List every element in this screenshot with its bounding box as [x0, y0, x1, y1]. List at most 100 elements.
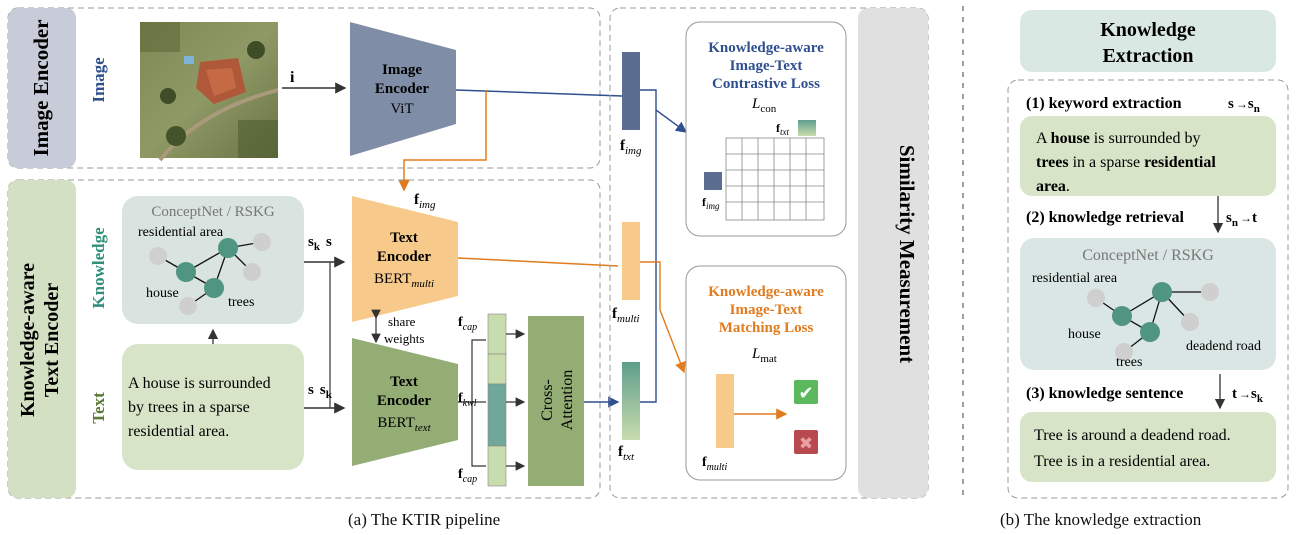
extraction-kg-title: ConceptNet / RSKG [1082, 247, 1214, 264]
text-input-line-3: residential area. [128, 423, 229, 440]
input-i-label: i [290, 69, 295, 86]
text-encoder-side-label-1: Knowledge-aware [17, 263, 39, 417]
extraction-title-box [1020, 10, 1276, 72]
mat-f-multi-bar [716, 374, 734, 448]
extraction-kg-label-house: house [1068, 327, 1101, 342]
grid-f-txt-label: ftxt [776, 121, 789, 137]
f-img-mid-label: fimg [414, 192, 436, 211]
knowledge-sentence-line-1: Tree is around a deadend road. [1034, 427, 1231, 444]
image-encoder-model: ViT [390, 101, 413, 117]
keyword-sentence-line-3: area. [1036, 178, 1070, 195]
mat-loss-title-1: Knowledge-aware [708, 284, 824, 300]
image-encoder-block [350, 22, 456, 156]
kg-label-trees: trees [228, 295, 254, 310]
f-multi-bar [622, 222, 640, 300]
text-input-line-2: by trees in a sparse [128, 399, 250, 416]
text-input-box [122, 344, 304, 470]
weights-label: weights [384, 331, 424, 346]
step-3-arrow: t→sk [1232, 386, 1264, 405]
mat-loss-title-3: Matching Loss [719, 320, 814, 336]
image-encoder-title2: Encoder [375, 81, 430, 97]
f-multi-mid-label: fmulti [612, 306, 640, 325]
f-cap-top-label: fcap [458, 315, 477, 333]
text-encoder-text-title2: Encoder [377, 393, 432, 409]
similarity-side-tab [858, 8, 928, 498]
text-encoder-multi-model: BERTmulti [374, 271, 434, 290]
extraction-kg-label-deadend: deadend road [1186, 339, 1261, 354]
extraction-title-1: Knowledge [1100, 19, 1196, 41]
mat-loss-title-2: Image-Text [730, 302, 803, 318]
kg-title: ConceptNet / RSKG [151, 204, 274, 220]
diagram: Image Encoder Image i Image Encoder ViT … [7, 6, 1289, 500]
cross-icon-bg [794, 430, 818, 454]
cross-attention-block [528, 316, 584, 486]
text-modality-label: Text [89, 392, 108, 424]
text-encoder-side-tab [8, 180, 76, 498]
f-img-top-label: fimg [620, 138, 642, 157]
step-1-arrow: s→sn [1228, 96, 1260, 115]
similarity-label: Similarity Measurement [895, 145, 919, 363]
kg-node-house [176, 262, 196, 282]
f-cap-bot-bar [487, 445, 507, 487]
keyword-sentence-line-1: A house is surrounded by [1036, 130, 1200, 147]
step-2-arrow: sn→t [1226, 210, 1257, 229]
text-encoder-text-model: BERTtext [377, 415, 431, 434]
image-encoder-title: Image [382, 62, 422, 78]
text-encoder-side-label-2: Text Encoder [41, 283, 63, 397]
step-2-label: (2) knowledge retrieval [1026, 209, 1184, 226]
share-label: share [388, 314, 416, 329]
text-encoder-text-title: Text [390, 374, 418, 390]
f-txt-bar [622, 362, 640, 440]
kg-node-trees [204, 278, 224, 298]
text-encoder-panel [7, 179, 601, 499]
con-loss-title-3: Contrastive Loss [712, 76, 820, 92]
kg-node [243, 263, 261, 281]
extraction-kg-label-trees: trees [1116, 355, 1142, 370]
extraction-kg-node [1115, 343, 1133, 361]
knowledge-sentence-line-2: Tree is in a residential area. [1034, 453, 1210, 470]
f-txt-mid-label: ftxt [618, 444, 635, 463]
image-modality-label: Image [89, 57, 108, 103]
extraction-kg-node [1201, 283, 1219, 301]
extraction-kg-node [1181, 313, 1199, 331]
mat-f-multi-label: fmulti [702, 455, 727, 473]
knowledge-sentence-box [1020, 412, 1276, 482]
extraction-kg-node-residential [1152, 282, 1172, 302]
grid-f-img-label: fimg [702, 195, 720, 211]
extraction-kg-label-residential: residential area [1032, 271, 1118, 286]
con-loss-title-2: Image-Text [730, 58, 803, 74]
f-img-bar [622, 52, 640, 130]
con-loss-title-1: Knowledge-aware [708, 40, 824, 56]
extraction-kg-node [1087, 289, 1105, 307]
check-icon: ✔ [798, 383, 813, 403]
f-cap-bot-label: fcap [458, 467, 477, 485]
f-kwl-bar-a [487, 353, 507, 385]
keyword-sentence-line-2: trees in a sparse residential [1036, 154, 1216, 171]
cross-attention-label-2: Attention [559, 370, 576, 430]
caption-extraction: (b) The knowledge extraction [1000, 510, 1202, 529]
cross-attention-label-1: Cross- [539, 379, 556, 421]
extraction-panel [1007, 79, 1289, 499]
knowledge-graph-box [122, 196, 304, 324]
kg-label-house: house [146, 286, 179, 301]
grid-f-txt-swatch [798, 120, 816, 136]
aerial-image [140, 22, 279, 162]
kg-node [179, 297, 197, 315]
text-input-line-1: A house is surrounded [128, 375, 271, 392]
step-3-label: (3) knowledge sentence [1026, 385, 1183, 402]
con-loss-symbol: Lcon [751, 96, 777, 115]
similarity-grid [725, 137, 825, 221]
knowledge-modality-label: Knowledge [89, 227, 108, 309]
step-1-label: (1) keyword extraction [1026, 95, 1182, 112]
kg-node [253, 233, 271, 251]
text-encoder-text-block [352, 338, 458, 466]
keyword-sentence-box [1020, 116, 1276, 196]
kg-label-residential: residential area [138, 225, 224, 240]
mat-loss-symbol: Lmat [751, 346, 777, 365]
text-encoder-multi-block [352, 196, 458, 322]
f-kwl-bar-b [487, 383, 507, 447]
extraction-kg-node-trees [1140, 322, 1160, 342]
image-encoder-side-label: Image Encoder [29, 19, 53, 156]
